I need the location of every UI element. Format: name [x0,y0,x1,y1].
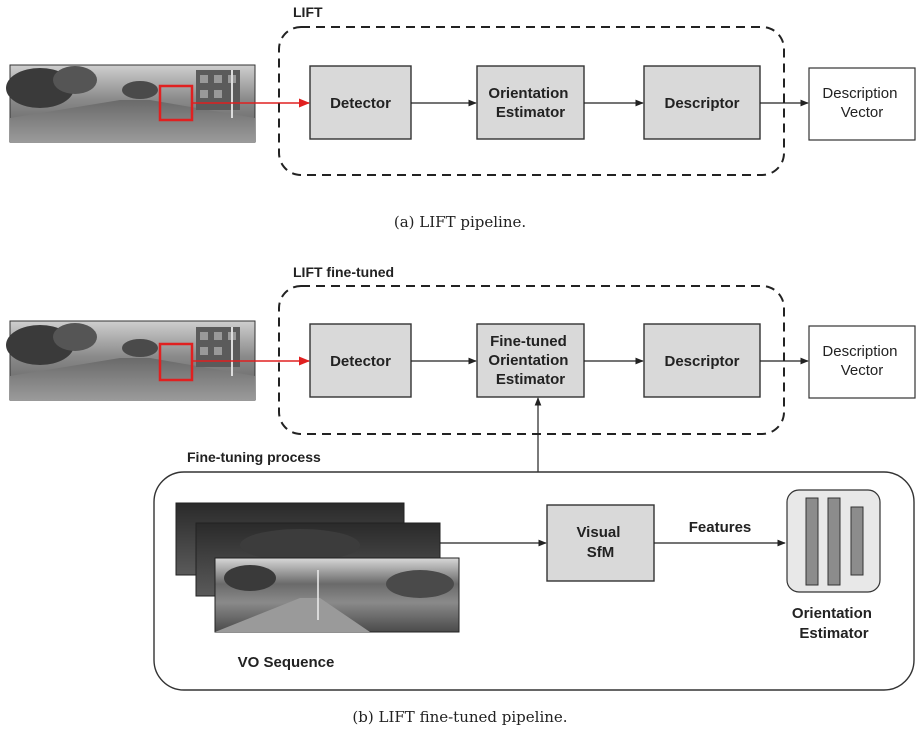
sfm-line2: SfM [587,544,615,561]
visual-sfm-box [546,504,655,582]
orientation-network-icon [786,489,881,593]
descriptor-label-b: Descriptor [664,353,739,370]
output-line1-b: Description [822,343,897,360]
descriptor-box-a [643,65,761,140]
descriptor-box-b [643,323,761,398]
output-line2-b: Vector [841,362,884,379]
panel-a: LIFT Detector Orientation Estimator Desc… [6,4,916,231]
descriptor-label-a: Descriptor [664,95,739,112]
description-vector-box-a [808,67,916,141]
panel-b: LIFT fine-tuned Detector Fine-tuned Orie… [6,264,916,726]
features-label: Features [689,519,752,536]
orientation-estimator-box-b [476,323,585,398]
network-label: Orientation Estimator [792,605,876,642]
caption-b: (b) LIFT fine-tuned pipeline. [352,708,567,726]
detector-box-b [309,323,412,398]
orientation-estimator-box-a [476,65,585,140]
vo-sequence-images [175,502,460,633]
lift-group-border-b [278,285,785,435]
sfm-line1: Visual [576,524,620,541]
orientation-line2-b: Orientation [488,352,568,369]
detector-label-a: Detector [330,95,391,112]
description-vector-label-a: Description Vector [822,85,901,121]
lift-group-border-a [278,26,785,176]
orientation-line1-a: Orientation [488,85,568,102]
finetuning-process-title: Fine-tuning process [187,449,321,465]
orientation-estimator-label-a: Orientation Estimator [488,85,572,121]
net-line2: Estimator [799,625,868,642]
finetuning-process-border [153,471,915,691]
orientation-estimator-label-b: Fine-tuned Orientation Estimator [488,333,572,388]
output-line1-a: Description [822,85,897,102]
net-line1: Orientation [792,605,872,622]
description-vector-box-b [808,325,916,399]
vo-sequence-label: VO Sequence [238,654,335,671]
orientation-line3-b: Estimator [496,371,565,388]
lift-group-title-b: LIFT fine-tuned [293,264,394,280]
keypoint-patch-highlight-b [158,342,194,382]
output-line2-a: Vector [841,104,884,121]
orientation-line2-a: Estimator [496,104,565,121]
orientation-line1-b: Fine-tuned [490,333,567,350]
caption-a: (a) LIFT pipeline. [394,213,526,231]
description-vector-label-b: Description Vector [822,343,901,379]
lift-group-title-a: LIFT [293,4,323,20]
detector-label-b: Detector [330,353,391,370]
visual-sfm-label: Visual SfM [576,524,624,561]
